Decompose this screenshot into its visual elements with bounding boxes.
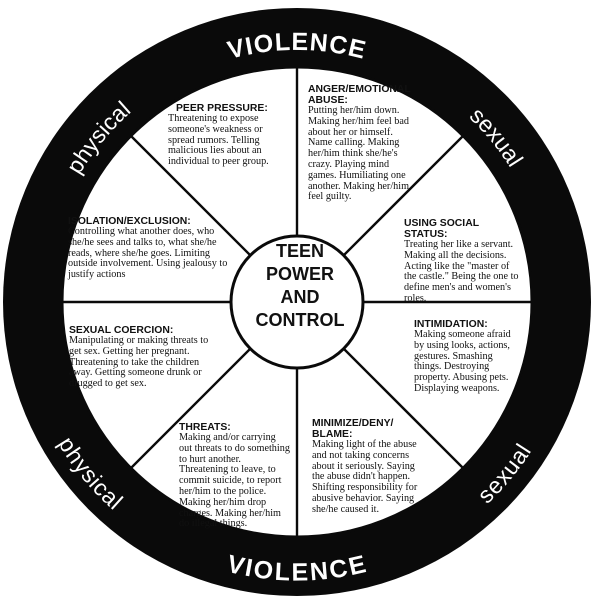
segment-body: Putting her/him down. Making her/him fee… (308, 105, 410, 203)
segment-sexual-coercion: SEXUAL COERCION: Manipulating or making … (69, 325, 221, 390)
segment-body: Making light of the abuse and not taking… (312, 439, 418, 515)
segment-intimidation: INTIMIDATION: Making someone afraid by u… (414, 319, 518, 395)
segment-heading: SEXUAL COERCION: (69, 325, 174, 336)
spoke-top-right (342, 135, 464, 257)
segment-body: Making and/or carrying out threats to do… (179, 432, 290, 530)
segment-heading: USING SOCIAL STATUS: (404, 218, 479, 240)
segment-body: Threatening to expose someone's weakness… (168, 113, 269, 168)
segment-heading: ANGER/EMOTIONAL ABUSE: (308, 84, 411, 106)
segment-heading: ISOLATION/EXCLUSION: (68, 216, 191, 227)
segment-using-social-status: USING SOCIAL STATUS: Treating her like a… (404, 218, 522, 305)
segment-minimize-deny-blame: MINIMIZE/DENY/ BLAME: Making light of th… (312, 418, 424, 516)
segment-heading: MINIMIZE/DENY/ BLAME: (312, 418, 394, 440)
segment-heading: THREATS: (179, 422, 231, 433)
segment-body: Controlling what another does, who she/h… (68, 226, 228, 281)
segment-heading: PEER PRESSURE: (176, 103, 268, 114)
segment-isolation-exclusion: ISOLATION/EXCLUSION: Controlling what an… (68, 216, 230, 281)
segment-threats: THREATS: Making and/or carrying out thre… (179, 422, 291, 530)
center-title: TEEN POWER AND CONTROL (255, 241, 345, 330)
segment-heading: INTIMIDATION: (414, 319, 488, 330)
spoke-bottom-left (130, 347, 252, 469)
segment-anger-emotional-abuse: ANGER/EMOTIONAL ABUSE: Putting her/him d… (308, 84, 412, 203)
spokes (62, 67, 532, 537)
segment-body: Manipulating or making threats to get se… (69, 335, 209, 390)
segment-body: Treating her like a servant. Making all … (404, 239, 519, 304)
center-circle (229, 234, 365, 370)
segment-body: Making someone afraid by using looks, ac… (414, 329, 511, 394)
spoke-top-left (130, 135, 252, 257)
segment-peer-pressure: PEER PRESSURE: Threatening to expose som… (168, 103, 286, 168)
spoke-bottom-right (342, 347, 464, 469)
